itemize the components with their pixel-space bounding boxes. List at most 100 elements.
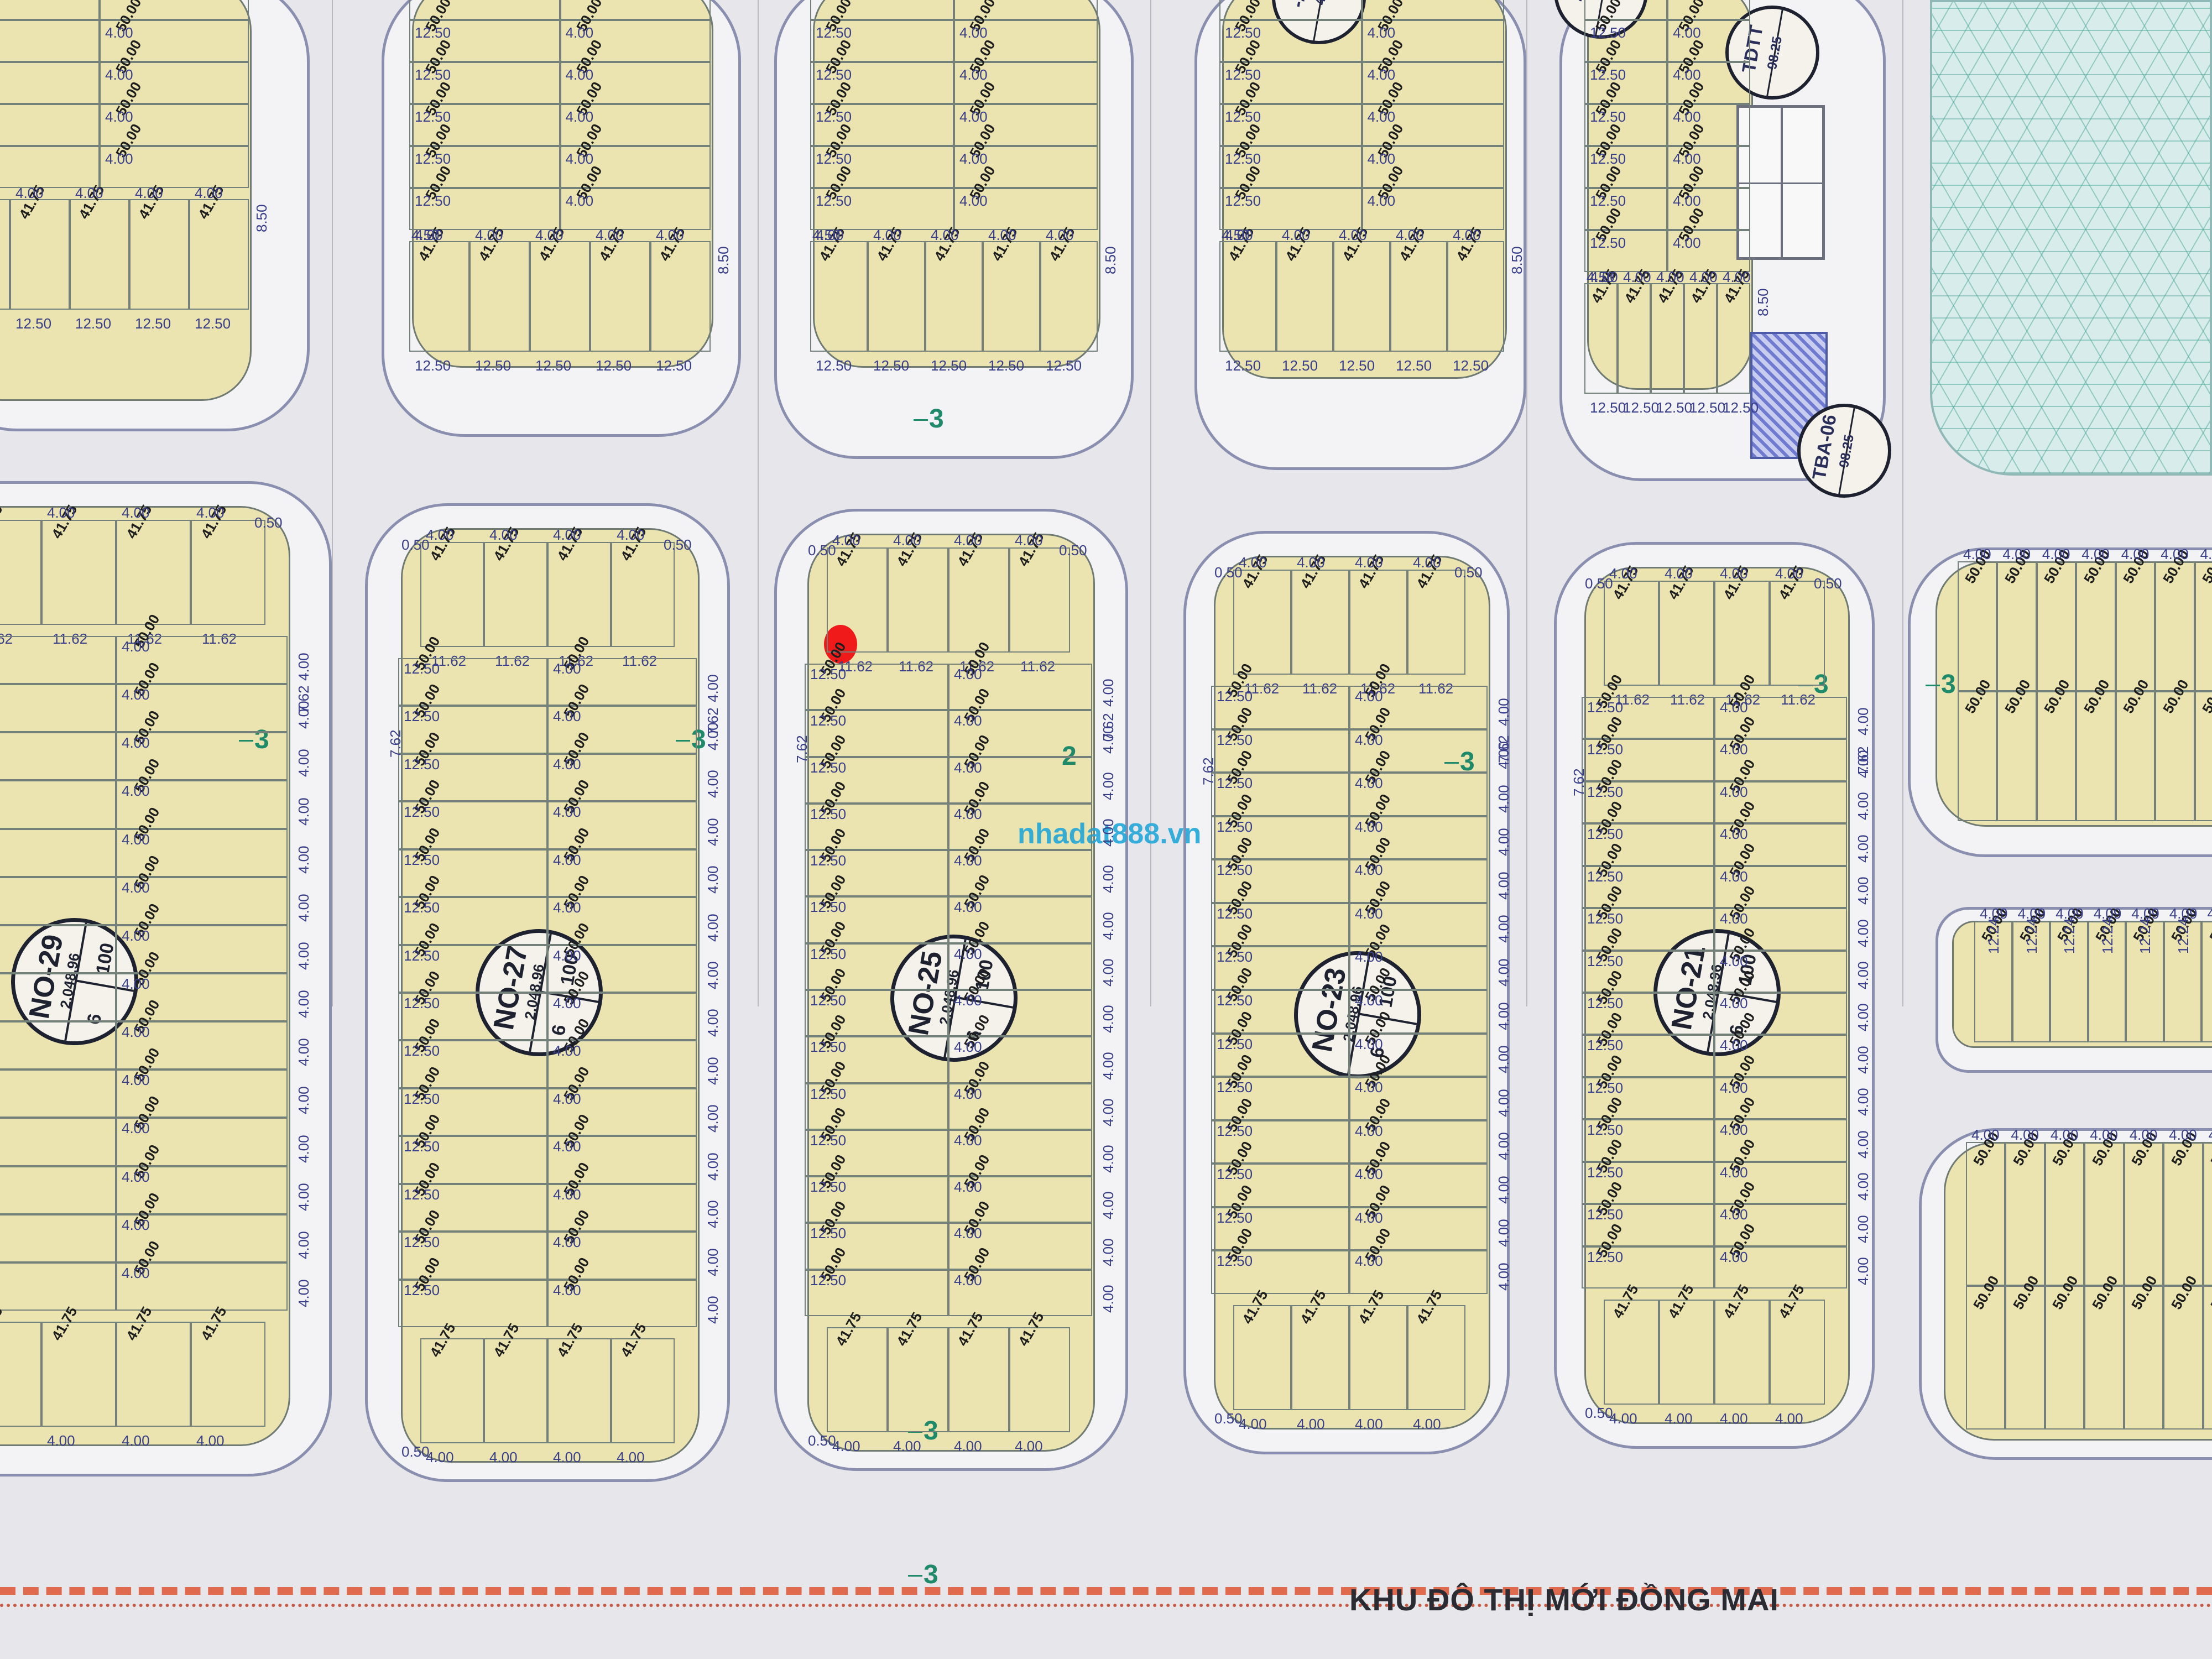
land-lot[interactable]: 50.00 bbox=[1714, 756, 1847, 824]
land-lot[interactable]: 41.75 bbox=[1770, 563, 1825, 686]
land-lot[interactable]: 50.00 bbox=[1714, 967, 1847, 1035]
land-lot[interactable]: 50.00 bbox=[100, 121, 249, 188]
land-lot[interactable]: 50.00 bbox=[1211, 748, 1349, 816]
land-lot[interactable]: 41.75 bbox=[1291, 1287, 1349, 1410]
land-lot[interactable]: 50.00 bbox=[1361, 36, 1504, 104]
land-lot[interactable]: 50.00 bbox=[398, 873, 547, 945]
land-lot[interactable]: 50.00 bbox=[948, 1245, 1092, 1316]
land-lot[interactable]: 50.00 bbox=[1349, 834, 1488, 903]
land-lot[interactable]: 50.00 bbox=[1219, 121, 1362, 188]
land-lot[interactable]: 50.00 bbox=[948, 1058, 1092, 1130]
land-lot[interactable]: 41.75 bbox=[191, 1304, 265, 1427]
land-lot[interactable]: 50.00 bbox=[547, 1159, 697, 1232]
land-lot[interactable]: 50.00 bbox=[547, 1112, 697, 1184]
land-lot[interactable]: 41.75 bbox=[827, 530, 888, 653]
land-lot[interactable]: 50.00 bbox=[547, 825, 697, 898]
land-lot[interactable]: 50.00 bbox=[0, 20, 100, 62]
land-lot[interactable]: 50.00 bbox=[1211, 1008, 1349, 1077]
land-lot[interactable]: 50.00 bbox=[2036, 546, 2077, 691]
land-lot[interactable]: 50.00 bbox=[547, 729, 697, 802]
land-lot[interactable]: 50.00 bbox=[948, 919, 1092, 990]
land-lot[interactable]: 50.00 bbox=[948, 1012, 1092, 1083]
land-lot[interactable]: 50.00 bbox=[805, 1012, 948, 1083]
land-lot[interactable]: 50.00 bbox=[0, 1262, 116, 1311]
land-lot[interactable]: 41.75 bbox=[547, 524, 611, 647]
land-lot[interactable]: 41.75 bbox=[1040, 224, 1098, 352]
land-lot[interactable]: 50.00 bbox=[0, 1070, 116, 1118]
land-lot[interactable]: 41.75 bbox=[611, 1321, 675, 1443]
land-lot[interactable]: 41.75 bbox=[611, 524, 675, 647]
land-lot[interactable]: 41.75 bbox=[1009, 530, 1070, 653]
land-lot[interactable]: 41.75 bbox=[189, 182, 249, 310]
land-lot[interactable]: 50.00 bbox=[547, 1255, 697, 1327]
land-lot[interactable]: 50.00 bbox=[948, 872, 1092, 943]
land-lot[interactable]: 41.75 bbox=[1407, 1287, 1465, 1410]
land-lot[interactable]: 41.75 bbox=[1219, 224, 1276, 352]
land-lot[interactable]: 50.00 bbox=[0, 877, 116, 925]
land-lot[interactable]: 41.75 bbox=[1276, 224, 1333, 352]
land-lot[interactable]: 50.00 bbox=[1974, 905, 2012, 1042]
land-lot[interactable]: 50.00 bbox=[547, 920, 697, 993]
land-lot[interactable]: 41.75 bbox=[1714, 1282, 1770, 1405]
land-lot[interactable]: 50.00 bbox=[116, 708, 288, 781]
land-lot[interactable]: 50.00 bbox=[1997, 546, 2037, 691]
land-lot[interactable]: 50.00 bbox=[1211, 1225, 1349, 1294]
land-lot[interactable]: 41.75 bbox=[1233, 552, 1291, 675]
land-lot[interactable]: 50.00 bbox=[1958, 676, 1997, 821]
land-lot[interactable]: 50.00 bbox=[398, 1112, 547, 1184]
land-lot[interactable]: 41.75 bbox=[1659, 1282, 1714, 1405]
land-lot[interactable]: 50.00 bbox=[116, 804, 288, 877]
land-lot[interactable]: 50.00 bbox=[0, 780, 116, 829]
land-lot[interactable]: 50.00 bbox=[547, 1063, 697, 1136]
land-lot[interactable]: 50.00 bbox=[2203, 1129, 2212, 1286]
land-lot[interactable]: 50.00 bbox=[948, 732, 1092, 804]
land-lot[interactable]: 50.00 bbox=[2115, 546, 2156, 691]
land-lot[interactable]: 50.00 bbox=[0, 0, 100, 20]
land-lot[interactable]: 50.00 bbox=[398, 920, 547, 993]
land-lot[interactable]: 50.00 bbox=[2005, 1272, 2045, 1430]
land-lot[interactable]: 41.75 bbox=[70, 182, 129, 310]
land-lot[interactable]: 50.00 bbox=[0, 973, 116, 1022]
land-lot[interactable]: 50.00 bbox=[954, 36, 1098, 104]
land-lot[interactable]: 50.00 bbox=[0, 684, 116, 733]
land-lot[interactable]: 50.00 bbox=[1714, 1052, 1847, 1120]
land-lot[interactable]: 41.75 bbox=[925, 224, 983, 352]
land-lot[interactable]: 41.75 bbox=[948, 530, 1009, 653]
land-lot[interactable]: 50.00 bbox=[1714, 1094, 1847, 1162]
land-lot[interactable]: 50.00 bbox=[1958, 546, 1997, 691]
land-lot[interactable]: 50.00 bbox=[0, 104, 100, 146]
land-lot[interactable]: 50.00 bbox=[805, 1105, 948, 1177]
land-lot[interactable]: 50.00 bbox=[2155, 676, 2195, 821]
land-lot[interactable]: 50.00 bbox=[409, 0, 560, 62]
land-lot[interactable]: 41.75 bbox=[1659, 563, 1714, 686]
land-lot[interactable]: 50.00 bbox=[1349, 965, 1488, 1034]
land-lot[interactable]: 50.00 bbox=[1714, 1010, 1847, 1077]
land-lot[interactable]: 50.00 bbox=[1211, 921, 1349, 990]
land-lot[interactable]: 50.00 bbox=[948, 825, 1092, 897]
land-lot[interactable]: 50.00 bbox=[2124, 1272, 2164, 1430]
land-lot[interactable]: 50.00 bbox=[547, 681, 697, 754]
land-lot[interactable]: 50.00 bbox=[1349, 661, 1488, 729]
land-lot[interactable]: 50.00 bbox=[1714, 1221, 1847, 1288]
land-lot[interactable]: 50.00 bbox=[2163, 1272, 2203, 1430]
land-lot[interactable]: 50.00 bbox=[2115, 676, 2156, 821]
land-lot[interactable]: 50.00 bbox=[116, 997, 288, 1070]
land-lot[interactable]: 41.75 bbox=[1447, 224, 1504, 352]
land-lot[interactable]: 50.00 bbox=[1582, 1178, 1714, 1246]
land-lot[interactable]: 50.00 bbox=[2088, 905, 2126, 1042]
land-lot[interactable]: 50.00 bbox=[1582, 799, 1714, 866]
land-lot[interactable]: 50.00 bbox=[409, 121, 560, 188]
land-lot[interactable]: 50.00 bbox=[1211, 1095, 1349, 1164]
land-lot[interactable]: 50.00 bbox=[1667, 0, 1750, 62]
land-lot[interactable]: 50.00 bbox=[1211, 965, 1349, 1034]
land-lot[interactable]: 50.00 bbox=[1361, 163, 1504, 230]
land-lot[interactable]: 50.00 bbox=[805, 965, 948, 1037]
land-lot[interactable]: 41.75 bbox=[888, 1310, 948, 1432]
land-lot[interactable]: 50.00 bbox=[954, 0, 1098, 62]
land-lot[interactable]: 50.00 bbox=[1966, 1129, 2006, 1286]
land-lot[interactable]: 50.00 bbox=[409, 79, 560, 146]
land-lot[interactable]: 41.75 bbox=[1584, 266, 1620, 394]
land-lot[interactable]: 50.00 bbox=[1211, 661, 1349, 729]
land-lot[interactable]: 50.00 bbox=[1211, 1052, 1349, 1120]
land-lot[interactable]: 50.00 bbox=[1667, 0, 1750, 20]
